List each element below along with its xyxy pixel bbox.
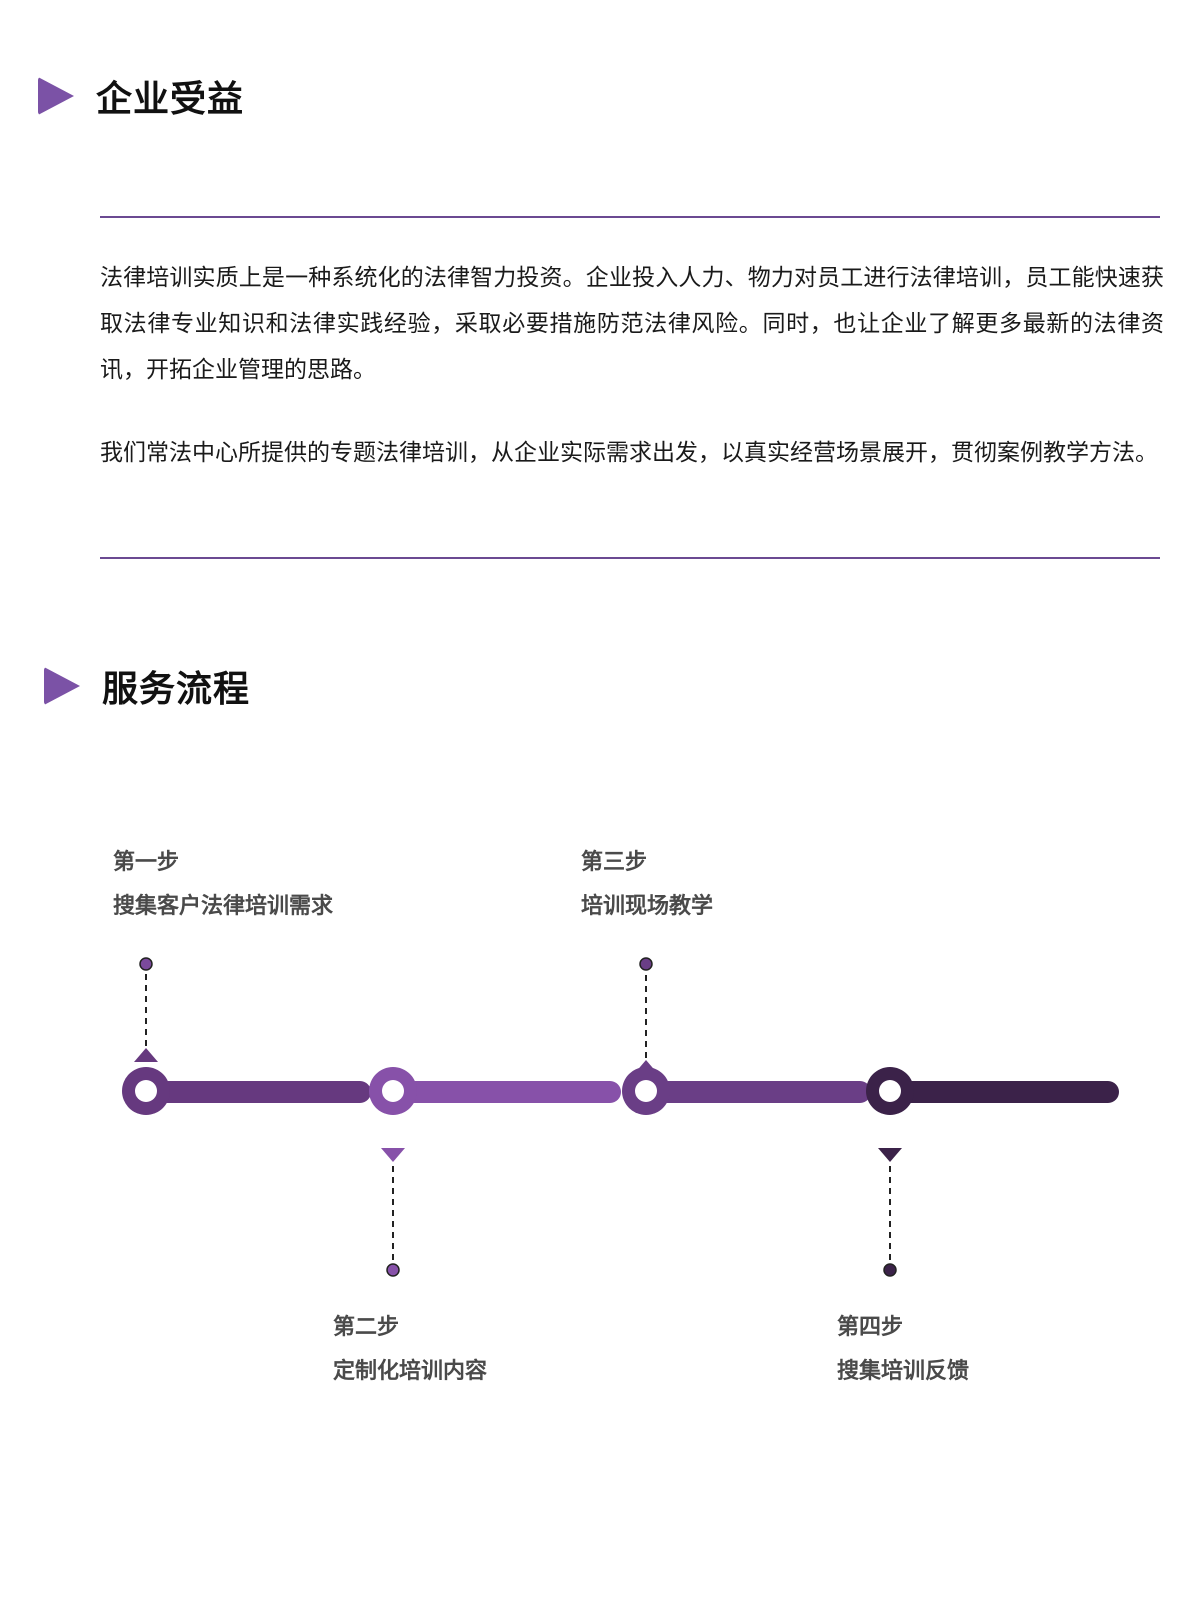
arrow-down-icon bbox=[878, 1148, 902, 1162]
benefits-paragraph-2: 我们常法中心所提供的专题法律培训，从企业实际需求出发，以真实经营场景展开，贯彻案… bbox=[100, 440, 1158, 466]
step-2-desc: 定制化培训内容 bbox=[333, 1359, 488, 1384]
connector-dot-1 bbox=[139, 957, 153, 971]
benefits-paragraph-1: 法律培训实质上是一种系统化的法律智力投资。企业投入人力、物力对员工进行法律培训，… bbox=[100, 265, 1164, 383]
arrow-up-icon bbox=[134, 1048, 158, 1062]
connector-dot-2 bbox=[386, 1263, 400, 1277]
step-3-desc: 培训现场教学 bbox=[581, 894, 714, 919]
step-2-label: 第二步 bbox=[333, 1315, 400, 1340]
divider-top bbox=[100, 216, 1160, 218]
play-triangle-icon bbox=[38, 77, 74, 115]
step-2: 第二步 定制化培训内容 bbox=[333, 1313, 487, 1387]
step-4: 第四步 搜集培训反馈 bbox=[837, 1313, 969, 1387]
step-1-label: 第一步 bbox=[113, 850, 180, 875]
step-1-desc: 搜集客户法律培训需求 bbox=[113, 894, 334, 919]
section-header-benefits: 企业受益 bbox=[38, 70, 244, 122]
connector-dot-4 bbox=[883, 1263, 897, 1277]
connector-dot-3 bbox=[639, 957, 653, 971]
step-4-label: 第四步 bbox=[837, 1315, 904, 1340]
step-3: 第三步 培训现场教学 bbox=[581, 848, 713, 922]
play-triangle-icon bbox=[44, 667, 80, 705]
section-header-process: 服务流程 bbox=[44, 660, 250, 712]
section-title-benefits: 企业受益 bbox=[96, 79, 245, 120]
section-title-process: 服务流程 bbox=[102, 669, 251, 710]
arrow-up-icon bbox=[634, 1060, 658, 1074]
step-4-desc: 搜集培训反馈 bbox=[837, 1359, 970, 1384]
arrow-down-icon bbox=[381, 1148, 405, 1162]
step-3-label: 第三步 bbox=[581, 850, 648, 875]
step-1: 第一步 搜集客户法律培训需求 bbox=[113, 848, 333, 922]
divider-bottom bbox=[100, 557, 1160, 559]
